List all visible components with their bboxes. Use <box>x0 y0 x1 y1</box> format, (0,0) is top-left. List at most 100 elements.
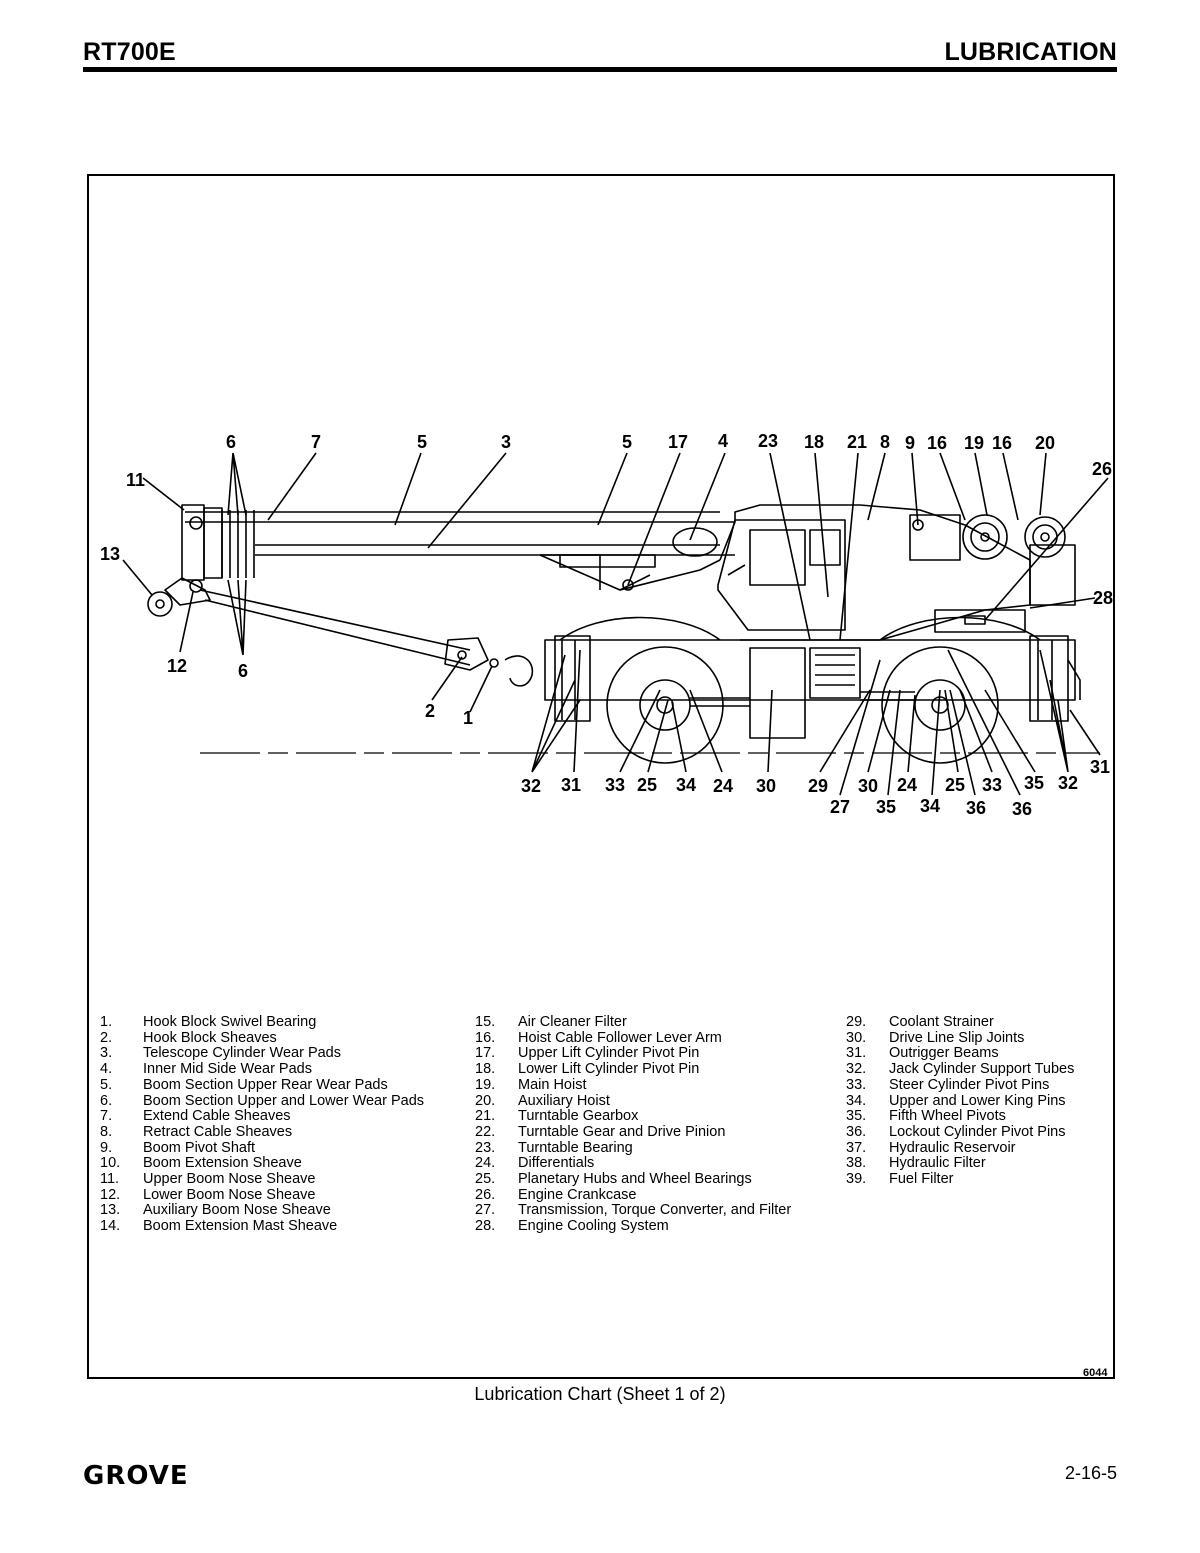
callout-11: 11 <box>126 470 145 490</box>
legend-item-number: 3. <box>100 1045 113 1062</box>
callout-18: 18 <box>804 432 824 452</box>
legend-item-text: Boom Pivot Shaft <box>143 1139 256 1156</box>
legend-item: 39.Fuel Filter <box>846 1171 1074 1188</box>
legend-item: 1.Hook Block Swivel Bearing <box>100 1014 424 1031</box>
legend-item-text: Steer Cylinder Pivot Pins <box>889 1076 1050 1093</box>
legend-item-number: 22. <box>475 1123 496 1140</box>
legend-item-number: 13. <box>100 1202 121 1219</box>
legend-item-text: Engine Crankcase <box>518 1186 637 1203</box>
legend-item-number: 17. <box>475 1045 496 1062</box>
legend-item-text: Coolant Strainer <box>889 1014 994 1030</box>
callout-30b: 30 <box>858 776 878 796</box>
legend-item-text: Lower Boom Nose Sheave <box>143 1186 316 1203</box>
legend-item-text: Transmission, Torque Converter, and Filt… <box>518 1202 792 1219</box>
legend-item: 18. Lower Lift Cylinder Pivot Pin <box>475 1061 791 1078</box>
callout-16b: 16 <box>992 433 1012 453</box>
callout-36b: 36 <box>1012 799 1032 819</box>
callout-3: 3 <box>501 432 511 452</box>
legend-item-text: Hydraulic Filter <box>889 1155 986 1172</box>
page-number: 2-16-5 <box>1064 1463 1117 1483</box>
legend-item-text: Engine Cooling System <box>518 1218 669 1235</box>
legend-item: 37.Hydraulic Reservoir <box>846 1139 1074 1157</box>
callout-32b: 32 <box>1058 773 1078 793</box>
callout-6b: 6 <box>238 661 248 681</box>
callout-8: 8 <box>880 432 890 452</box>
callout-27: 27 <box>830 797 850 817</box>
legend-item: 36. Lockout Cylinder Pivot Pins <box>846 1123 1074 1141</box>
legend-item-number: 38. <box>846 1155 867 1172</box>
header-rule <box>83 67 1117 72</box>
legend-item-text: Turntable Bearing <box>518 1139 633 1156</box>
legend-item: 19.Main Hoist <box>475 1076 791 1094</box>
legend-item: 23.Turntable Bearing <box>475 1139 791 1157</box>
figure-caption: Lubrication Chart (Sheet 1 of 2) <box>474 1384 726 1404</box>
legend-item-number: 16. <box>475 1029 496 1046</box>
legend-item: 38. Hydraulic Filter <box>846 1156 1074 1172</box>
callout-5: 5 <box>417 432 427 452</box>
legend-item-number: 21. <box>475 1108 496 1125</box>
callout-33: 33 <box>605 775 625 795</box>
legend-item: 24.Differentials <box>475 1156 791 1172</box>
legend-item-text: Turntable Gear and Drive Pinion <box>518 1123 726 1140</box>
legend-item: 10.Boom Extension Sheave <box>100 1156 424 1172</box>
legend-item: 22. Turntable Gear and Drive Pinion <box>475 1123 791 1141</box>
legend-item: 12. Lower Boom Nose Sheave <box>100 1186 424 1204</box>
callout-4: 4 <box>718 431 728 451</box>
legend-item-text: Air Cleaner Filter <box>518 1014 627 1030</box>
callout-23: 23 <box>758 431 778 451</box>
legend-item: 20.Auxiliary Hoist <box>475 1093 791 1110</box>
figure-frame <box>87 174 1115 1379</box>
legend-item-text: Telescope Cylinder Wear Pads <box>143 1045 341 1062</box>
legend-item: 28.Engine Cooling System <box>475 1218 791 1235</box>
legend-item-text: Retract Cable Sheaves <box>143 1123 293 1140</box>
legend-item: 32.Jack Cylinder Support Tubes <box>846 1061 1075 1078</box>
legend-item: 21. Turntable Gearbox <box>475 1109 791 1125</box>
callout-29: 29 <box>808 776 828 796</box>
legend-item-text: Drive Line Slip Joints <box>889 1029 1025 1046</box>
legend-item: 34.Upper and Lower King Pins <box>846 1093 1074 1110</box>
legend-item-text: Hydraulic Reservoir <box>889 1139 1016 1156</box>
callout-21: 21 <box>847 432 867 452</box>
legend-item: 17. Upper Lift Cylinder Pivot Pin <box>475 1046 791 1062</box>
legend-item: 9.Boom Pivot Shaft <box>100 1139 424 1157</box>
legend-item-number: 12. <box>100 1186 121 1203</box>
legend-item: 4.Inner Mid Side Wear Pads <box>100 1061 424 1078</box>
legend-item-number: 25. <box>475 1171 496 1188</box>
header-section: LUBRICATION <box>944 38 1117 66</box>
legend-item-number: 5. <box>100 1076 113 1093</box>
legend-item: 8.Retract Cable Sheaves <box>100 1123 424 1141</box>
legend-item-text: Lockout Cylinder Pivot Pins <box>889 1123 1066 1140</box>
legend-item-text: Jack Cylinder Support Tubes <box>889 1061 1075 1078</box>
legend-item-number: 18. <box>475 1061 496 1078</box>
callout-32: 32 <box>521 776 541 796</box>
legend-item-number: 10. <box>100 1155 121 1172</box>
legend-item: 35.Fifth Wheel Pivots <box>846 1109 1074 1125</box>
legend-item-number: 39. <box>846 1171 867 1188</box>
callout-7: 7 <box>311 432 321 452</box>
legend-item-text: Upper Lift Cylinder Pivot Pin <box>518 1045 700 1062</box>
callout-25b: 25 <box>945 775 965 795</box>
legend-item-text: Hook Block Sheaves <box>143 1029 277 1046</box>
callout-19: 19 <box>964 433 984 453</box>
legend-item-number: 19. <box>475 1076 496 1093</box>
callout-6: 6 <box>226 432 236 452</box>
legend-item-text: Lower Lift Cylinder Pivot Pin <box>518 1061 700 1078</box>
callout-34: 34 <box>676 775 696 795</box>
legend-item: 6.Boom Section Upper and Lower Wear Pads <box>100 1093 424 1110</box>
legend-item-text: Turntable Gearbox <box>518 1108 639 1125</box>
legend-item-number: 36. <box>846 1123 867 1140</box>
legend-item-number: 26. <box>475 1186 496 1203</box>
legend-item-text: Boom Extension Mast Sheave <box>143 1218 338 1235</box>
legend-item: 33.Steer Cylinder Pivot Pins <box>846 1076 1074 1094</box>
legend-item: 11.Upper Boom Nose Sheave <box>100 1171 424 1188</box>
legend-item-number: 11. <box>100 1171 120 1188</box>
legend-item-number: 4. <box>100 1061 113 1078</box>
legend-item-text: Extend Cable Sheaves <box>143 1108 291 1125</box>
callout-35b: 35 <box>876 797 896 817</box>
legend-item: 31.Outrigger Beams <box>846 1046 1074 1062</box>
legend-item-text: Outrigger Beams <box>889 1045 999 1062</box>
legend-item-number: 30. <box>846 1029 867 1046</box>
legend-item: 29.Coolant Strainer <box>846 1014 1074 1031</box>
